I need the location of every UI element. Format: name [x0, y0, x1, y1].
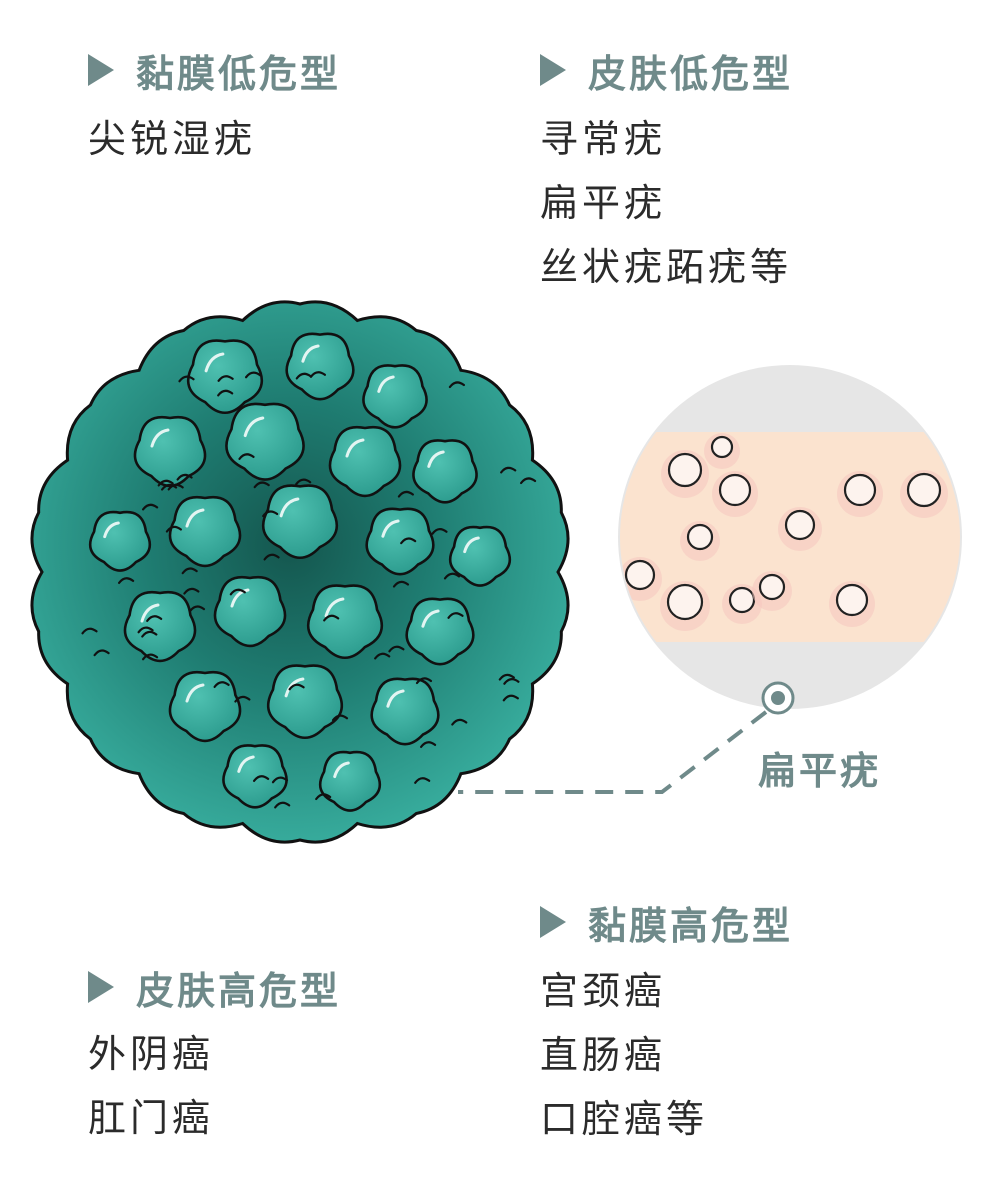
item-list: 尖锐湿疣: [88, 107, 341, 171]
capsomere: [213, 575, 287, 648]
wart-bump: [666, 583, 704, 621]
virus-lobes: [88, 332, 512, 812]
group-title: 皮肤低危型: [588, 51, 794, 96]
capsomere: [412, 439, 478, 504]
wart-bump: [718, 473, 752, 507]
wart-bump: [906, 472, 942, 508]
capsomere: [328, 425, 402, 498]
capsomere: [168, 495, 242, 568]
wart-bump: [843, 473, 877, 507]
item-list: 寻常疣 扁平疣 丝状疣跖疣等: [540, 107, 793, 299]
list-item: 外阴癌: [88, 1032, 215, 1076]
list-item: 直肠癌: [540, 1033, 667, 1077]
wart-bump: [784, 509, 816, 541]
capsomere: [405, 597, 475, 666]
group-mucosa-low-risk: 黏膜低危型 尖锐湿疣: [88, 45, 341, 171]
item-list: 外阴癌 肛门癌: [88, 1022, 341, 1150]
capsomere: [225, 402, 305, 481]
list-item: 口腔癌等: [540, 1097, 709, 1141]
group-skin-high-risk: 皮肤高危型 外阴癌 肛门癌: [88, 962, 341, 1150]
capsomere: [285, 332, 355, 401]
capsomere: [222, 744, 288, 809]
group-title: 黏膜高危型: [588, 903, 794, 948]
list-item: 扁平疣: [540, 181, 667, 225]
item-list: 宫颈癌 直肠癌 口腔癌等: [540, 959, 793, 1151]
capsomere: [362, 364, 428, 429]
capsomere: [266, 664, 344, 740]
capsomere: [448, 525, 512, 587]
callout-label: 扁平疣: [758, 749, 882, 793]
list-item: 宫颈癌: [540, 969, 667, 1013]
list-item: 尖锐湿疣: [88, 117, 257, 161]
wart-bump: [710, 435, 734, 459]
capsomere: [370, 677, 440, 746]
callout-connector: [458, 681, 795, 794]
virus-texture: [81, 371, 537, 809]
list-item: 寻常疣: [540, 117, 667, 161]
wart-bump: [728, 586, 756, 614]
triangle-bullet-icon: [540, 906, 566, 938]
wart-bump: [624, 559, 656, 591]
flat-warts: [620, 433, 948, 631]
list-item: 丝状疣跖疣等: [540, 245, 793, 289]
capsomere: [88, 510, 152, 572]
wart-bump: [686, 523, 714, 551]
capsomere: [318, 750, 382, 812]
group-mucosa-high-risk: 黏膜高危型 宫颈癌 直肠癌 口腔癌等: [540, 897, 793, 1151]
triangle-bullet-icon: [88, 971, 114, 1003]
list-item: 肛门癌: [88, 1096, 215, 1140]
virus-particle: [30, 300, 570, 844]
wart-bump: [835, 583, 869, 617]
group-title: 黏膜低危型: [136, 51, 342, 96]
capsomere: [306, 584, 384, 660]
wart-bump: [667, 452, 703, 488]
wart-bump: [758, 573, 786, 601]
triangle-bullet-icon: [540, 54, 566, 86]
group-title: 皮肤高危型: [136, 968, 342, 1013]
capsomere: [261, 484, 339, 560]
triangle-bullet-icon: [88, 54, 114, 86]
capsomere: [365, 507, 435, 576]
group-skin-low-risk: 皮肤低危型 寻常疣 扁平疣 丝状疣跖疣等: [540, 45, 793, 299]
capsomere: [168, 670, 242, 743]
magnifier-lens: [618, 365, 962, 709]
